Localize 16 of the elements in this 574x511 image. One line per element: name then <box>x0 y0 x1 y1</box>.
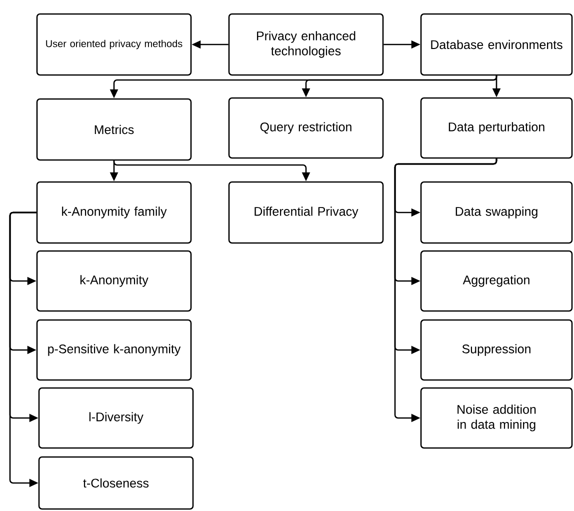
process-box: p-Sensitive k-anonymity <box>36 319 192 381</box>
process-box: Data swapping <box>420 181 573 244</box>
process-box: l-Diversity <box>38 387 194 449</box>
process-box: k-Anonymity <box>36 250 192 312</box>
process-box: Database environments <box>420 13 573 76</box>
process-box: k-Anonymity family <box>36 181 192 244</box>
process-box: Privacy enhanced technologies <box>228 13 384 76</box>
process-box: Query restriction <box>228 97 384 159</box>
process-box: Aggregation <box>420 250 573 312</box>
process-box: Differential Privacy <box>228 181 384 244</box>
process-box: Noise addition in data mining <box>420 387 573 449</box>
process-box: t-Closeness <box>38 456 194 510</box>
process-box: User oriented privacy methods <box>36 13 192 76</box>
process-box: Suppression <box>420 319 573 381</box>
process-box: Data perturbation <box>420 97 573 159</box>
process-box: Metrics <box>36 98 192 161</box>
